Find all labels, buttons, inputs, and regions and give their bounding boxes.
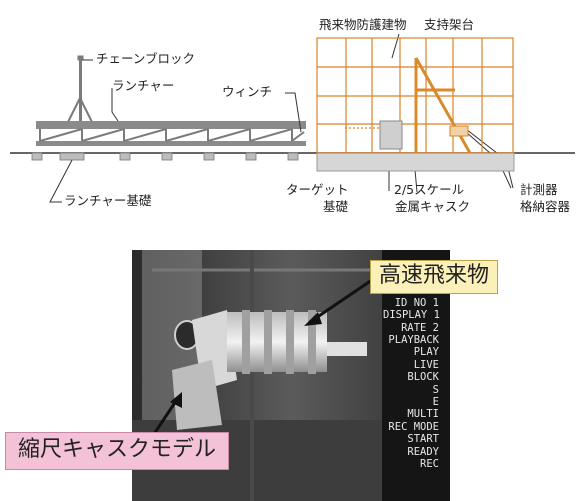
osd-line: S (432, 383, 439, 396)
launcher-foundations (31, 152, 299, 161)
label-launcher: ランチャー (112, 78, 175, 93)
callout-projectile: 高速飛来物 (370, 260, 499, 294)
instrument-container (449, 125, 469, 137)
test-facility-diagram (10, 33, 575, 203)
metal-cask (379, 120, 403, 150)
osd-line: START (407, 433, 439, 446)
chain-block (65, 55, 95, 127)
projectile-shape (227, 310, 367, 374)
osd-line: PLAYBACK (388, 334, 439, 347)
label-launcher-foundation: ランチャー基礎 (64, 193, 152, 208)
label-instrument-1: 計測器 (520, 182, 558, 197)
osd-line: ID NO 1 (394, 296, 439, 309)
label-protection-building: 飛来物防護建物 (319, 17, 407, 32)
label-chain-block: チェーンブロック (96, 51, 196, 66)
scale-cask-model-shape (172, 310, 237, 430)
osd-line: REC MODE (388, 420, 439, 433)
osd-line: E (432, 396, 439, 409)
osd-line: LIVE (413, 358, 439, 371)
label-cask-1: 2/5スケール (394, 182, 465, 197)
target-foundation (316, 152, 515, 172)
label-winch: ウィンチ (222, 84, 273, 99)
projectile-arrow (309, 278, 373, 324)
support-frame (414, 57, 472, 154)
label-target-foundation-2: 基礎 (323, 199, 349, 214)
osd-line: BLOCK (407, 371, 439, 384)
label-target-foundation-1: ターゲット (286, 182, 349, 197)
label-instrument-2: 格納容器 (520, 199, 571, 214)
osd-line: PLAY (413, 346, 439, 359)
launcher-truss (36, 121, 306, 146)
label-cask-2: 金属キャスク (395, 199, 471, 214)
osd-line: RATE 2 (401, 321, 439, 334)
label-support-frame: 支持架台 (424, 17, 475, 32)
callout-scale-cask-model: 縮尺キャスクモデル (5, 432, 230, 470)
osd-line: MULTI (407, 408, 439, 421)
osd-line: READY (407, 445, 439, 458)
osd-line: REC (420, 458, 439, 471)
osd-line: DISPLAY 1 (383, 309, 440, 322)
